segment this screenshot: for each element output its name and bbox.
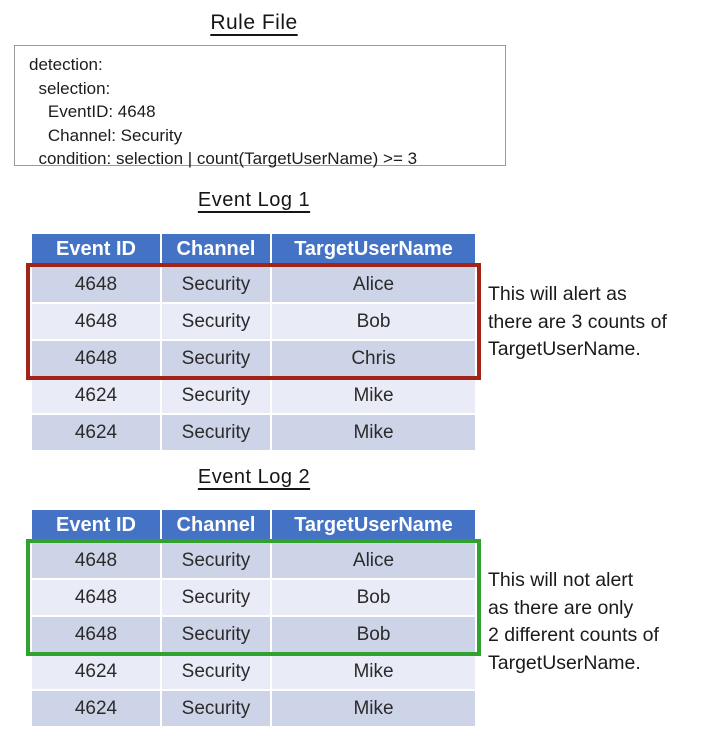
cell-channel: Security bbox=[162, 580, 270, 615]
event-log-1-title: Event Log 1 bbox=[197, 189, 311, 211]
event-log-1-table: Event ID Channel TargetUserName 4648 Sec… bbox=[26, 232, 481, 452]
rule-file-box: detection: selection: EventID: 4648 Chan… bbox=[14, 45, 506, 168]
cell-target-user-name: Mike bbox=[272, 378, 475, 413]
no-alert-note: This will not alert as there are only 2 … bbox=[488, 569, 659, 674]
cell-target-user-name: Mike bbox=[272, 691, 475, 726]
cell-event-id: 4624 bbox=[32, 691, 160, 726]
table-row: 4624 Security Mike bbox=[32, 415, 475, 450]
table-row: 4648 Security Bob bbox=[32, 617, 475, 652]
table-row: 4648 Security Alice bbox=[32, 267, 475, 302]
cell-event-id: 4624 bbox=[32, 378, 160, 413]
cell-event-id: 4648 bbox=[32, 580, 160, 615]
cell-channel: Security bbox=[162, 543, 270, 578]
cell-target-user-name: Bob bbox=[272, 304, 475, 339]
event-log-2-table: Event ID Channel TargetUserName 4648 Sec… bbox=[26, 508, 481, 728]
table-row: 4624 Security Mike bbox=[32, 378, 475, 413]
cell-target-user-name: Mike bbox=[272, 415, 475, 450]
cell-event-id: 4648 bbox=[32, 341, 160, 376]
cell-channel: Security bbox=[162, 617, 270, 652]
cell-target-user-name: Bob bbox=[272, 617, 475, 652]
column-header-event-id: Event ID bbox=[32, 510, 160, 541]
cell-target-user-name: Chris bbox=[272, 341, 475, 376]
cell-event-id: 4648 bbox=[32, 617, 160, 652]
cell-channel: Security bbox=[162, 304, 270, 339]
cell-channel: Security bbox=[162, 691, 270, 726]
header-row: Event ID Channel TargetUserName bbox=[32, 510, 475, 541]
cell-channel: Security bbox=[162, 415, 270, 450]
cell-event-id: 4624 bbox=[32, 415, 160, 450]
event-log-2-title: Event Log 2 bbox=[197, 466, 311, 488]
column-header-channel: Channel bbox=[162, 234, 270, 265]
table-row: 4648 Security Chris bbox=[32, 341, 475, 376]
cell-event-id: 4648 bbox=[32, 543, 160, 578]
cell-target-user-name: Alice bbox=[272, 543, 475, 578]
cell-target-user-name: Alice bbox=[272, 267, 475, 302]
column-header-target-user-name: TargetUserName bbox=[272, 510, 475, 541]
cell-channel: Security bbox=[162, 378, 270, 413]
column-header-channel: Channel bbox=[162, 510, 270, 541]
table-row: 4648 Security Alice bbox=[32, 543, 475, 578]
cell-channel: Security bbox=[162, 654, 270, 689]
rule-file-title: Rule File bbox=[210, 11, 298, 34]
cell-event-id: 4648 bbox=[32, 267, 160, 302]
cell-event-id: 4624 bbox=[32, 654, 160, 689]
column-header-target-user-name: TargetUserName bbox=[272, 234, 475, 265]
table-row: 4648 Security Bob bbox=[32, 304, 475, 339]
alert-note: This will alert as there are 3 counts of… bbox=[488, 283, 667, 360]
table-row: 4648 Security Bob bbox=[32, 580, 475, 615]
column-header-event-id: Event ID bbox=[32, 234, 160, 265]
cell-target-user-name: Bob bbox=[272, 580, 475, 615]
header-row: Event ID Channel TargetUserName bbox=[32, 234, 475, 265]
cell-channel: Security bbox=[162, 341, 270, 376]
cell-event-id: 4648 bbox=[32, 304, 160, 339]
cell-target-user-name: Mike bbox=[272, 654, 475, 689]
rule-file-code: detection: selection: EventID: 4648 Chan… bbox=[29, 55, 418, 168]
table-row: 4624 Security Mike bbox=[32, 691, 475, 726]
cell-channel: Security bbox=[162, 267, 270, 302]
table-row: 4624 Security Mike bbox=[32, 654, 475, 689]
